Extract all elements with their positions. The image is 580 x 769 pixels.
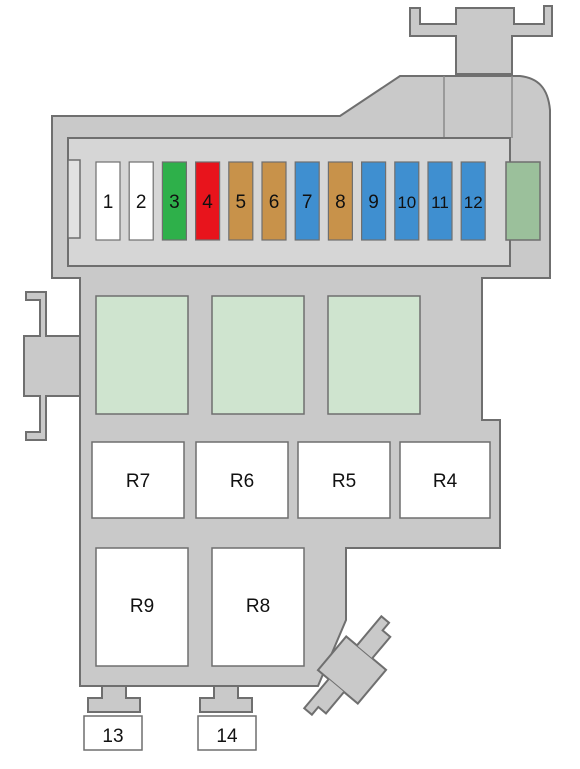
spare-fuse-slot	[505, 161, 541, 241]
relay-r5-label: R5	[332, 471, 356, 492]
connector-13: 13	[83, 685, 143, 751]
spare-relay-slot-1	[95, 295, 189, 415]
relay-r9: R9	[95, 547, 189, 667]
fuse-4: 4	[195, 161, 221, 241]
fuse-label: 5	[236, 192, 247, 213]
connector-13-label: 13	[102, 726, 123, 747]
relay-r6: R6	[195, 441, 289, 519]
fuse-body	[394, 161, 420, 241]
relay-r4-label: R4	[433, 471, 458, 492]
fuse-8: 8	[327, 161, 353, 241]
fuse-body	[427, 161, 453, 241]
fuse-label: 10	[397, 193, 416, 212]
bottom-right-clip	[302, 614, 392, 717]
fuse-body	[195, 161, 221, 241]
connector-14: 14	[197, 685, 257, 751]
left-side-clip	[23, 291, 81, 441]
spare-relay-slot-2	[211, 295, 305, 415]
fuse-label: 9	[368, 192, 379, 213]
fuse-11: 11	[427, 161, 453, 241]
relay-r5: R5	[297, 441, 391, 519]
fuse-10: 10	[394, 161, 420, 241]
relay-r4: R4	[399, 441, 491, 519]
fuse-body	[128, 161, 154, 241]
fuse-label: 11	[431, 193, 449, 212]
fuse-1: 1	[95, 161, 121, 241]
fuse-label: 4	[202, 192, 213, 213]
fuse-label: 6	[269, 192, 280, 213]
fuse-label: 8	[335, 192, 346, 213]
fuse-body	[327, 161, 353, 241]
fuse-body	[95, 161, 121, 241]
fuse-7: 7	[294, 161, 320, 241]
fuse-body	[161, 161, 187, 241]
fuse-body	[294, 161, 320, 241]
fuse-body	[261, 161, 287, 241]
fuse-6: 6	[261, 161, 287, 241]
relay-r8-label: R8	[246, 596, 270, 617]
fuse-label: 7	[302, 192, 313, 213]
fuse-label: 12	[464, 193, 483, 212]
fuse-label: 1	[103, 192, 114, 213]
fuse-body	[361, 161, 387, 241]
fuse-label: 3	[169, 192, 180, 213]
fuse-body	[460, 161, 486, 241]
relay-r9-label: R9	[130, 596, 154, 617]
fuse-5: 5	[228, 161, 254, 241]
fuse-3: 3	[161, 161, 187, 241]
spare-relay-slots	[95, 295, 421, 415]
top-connector-clip	[409, 5, 553, 75]
fuse-body	[228, 161, 254, 241]
spare-relay-slot-3	[327, 295, 421, 415]
relay-r6-label: R6	[230, 471, 254, 492]
relay-r8: R8	[211, 547, 305, 667]
fuse-12: 12	[460, 161, 486, 241]
fuse-9: 9	[361, 161, 387, 241]
relay-r7-label: R7	[126, 471, 150, 492]
relay-r7: R7	[91, 441, 185, 519]
connector-14-label: 14	[216, 726, 238, 747]
fuse-label: 2	[136, 192, 147, 213]
fuse-2: 2	[128, 161, 154, 241]
